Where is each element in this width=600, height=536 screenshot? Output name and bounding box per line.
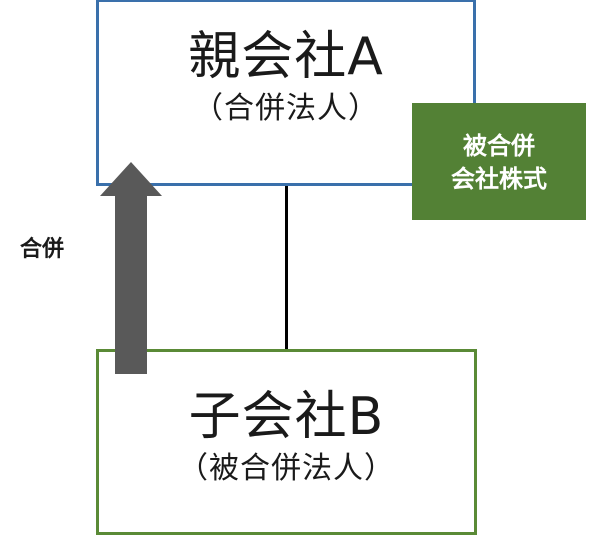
badge-line-1: 被合併	[463, 131, 535, 160]
subsidiary-title: 子会社B	[188, 387, 385, 447]
ownership-connector-line	[285, 186, 288, 349]
parent-company-box: 親会社A （合併法人）	[96, 0, 476, 186]
badge-line-2: 会社株式	[451, 164, 547, 193]
merged-company-shares-badge: 被合併 会社株式	[412, 103, 586, 220]
merge-arrow-label: 合併	[20, 237, 65, 262]
subsidiary-box: 子会社B （被合併法人）	[96, 349, 477, 535]
subsidiary-subtitle: （被合併法人）	[178, 451, 395, 486]
parent-company-subtitle: （合併法人）	[193, 90, 379, 126]
merge-up-arrow-icon	[100, 162, 162, 374]
parent-company-title: 親会社A	[188, 26, 384, 87]
